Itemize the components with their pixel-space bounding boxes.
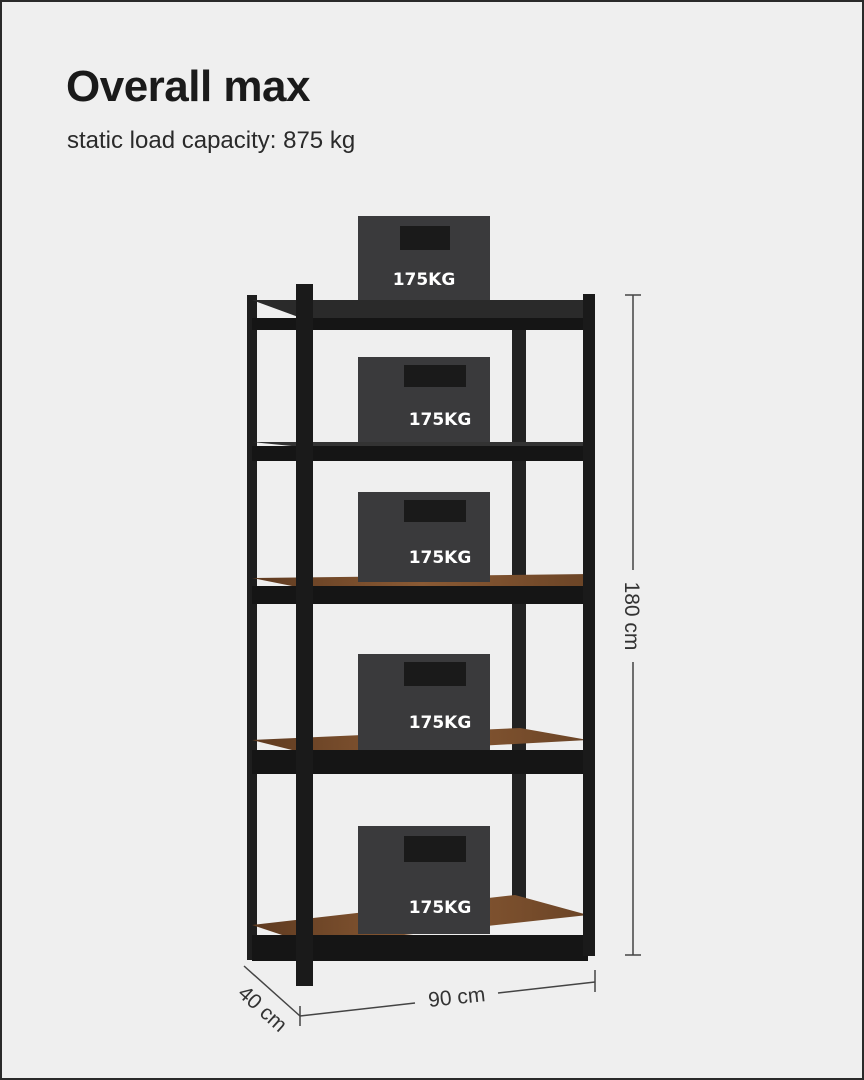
box-weight-label: 175KG [409,410,472,430]
page-title: Overall max [66,62,311,111]
front-right-post [583,294,595,956]
weight-box-1: 175KG [358,216,490,300]
box-weight-label: 175KG [409,713,472,733]
weight-box-5: 175KG [358,826,490,934]
depth-dimension: 40 cm [233,965,301,1037]
height-dimension: 180 cm [620,294,643,956]
height-label: 180 cm [620,582,643,651]
capacity-subtitle: static load capacity: 875 kg [67,127,356,154]
box-weight-label: 175KG [409,898,472,918]
weight-box-3: 175KG [358,492,490,582]
weight-box-2: 175KG [358,357,490,442]
box-weight-label: 175KG [409,548,472,568]
back-left-post [247,295,257,960]
shelf-3 [252,574,590,604]
back-right-post [512,320,526,920]
shelf-2 [252,442,590,461]
shelf-1 [252,300,590,330]
box-weight-label: 175KG [393,270,456,290]
weight-box-4: 175KG [358,654,490,750]
depth-label: 40 cm [233,981,291,1036]
front-left-post [296,284,313,986]
width-dimension: 90 cm [299,970,596,1026]
width-label: 90 cm [427,983,486,1012]
